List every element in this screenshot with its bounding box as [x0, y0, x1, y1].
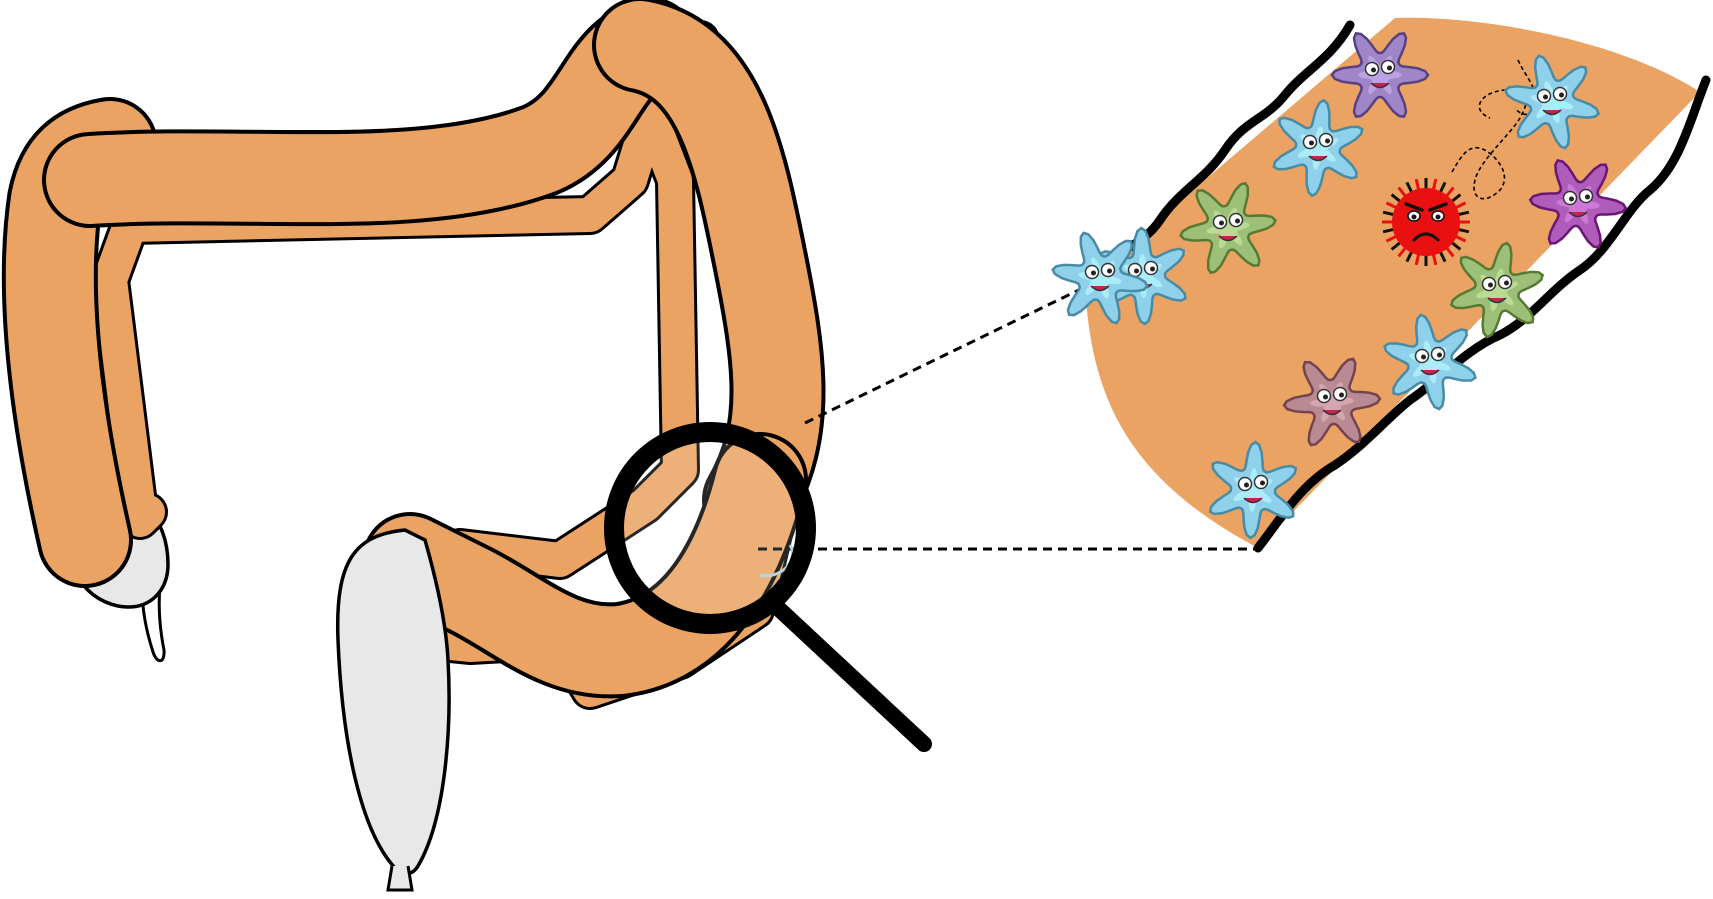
magnifying-glass-icon	[614, 432, 924, 744]
magnified-tissue-view	[758, 18, 1706, 549]
rectum	[338, 530, 449, 890]
zoom-guide-line-top	[805, 287, 1085, 423]
transverse-colon	[90, 45, 650, 180]
